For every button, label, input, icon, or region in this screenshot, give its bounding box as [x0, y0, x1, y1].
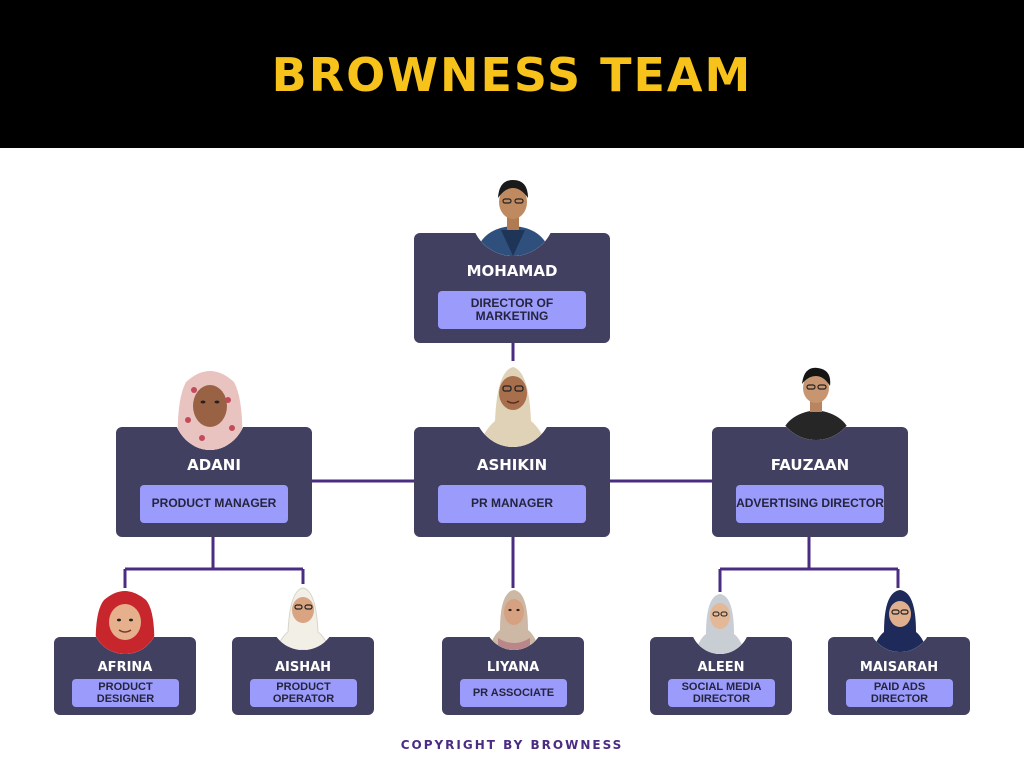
role-badge: SOCIAL MEDIA DIRECTOR: [668, 679, 775, 707]
role-badge: PRODUCT MANAGER: [140, 485, 288, 523]
header-bar: [0, 0, 1024, 148]
copyright-footer: COPYRIGHT BY BROWNESS: [400, 738, 624, 752]
card-staff-maisarah: MAISARAH PAID ADS DIRECTOR: [828, 637, 970, 715]
person-name: ASHIKIN: [476, 456, 548, 474]
card-director: MOHAMAD DIRECTOR OF MARKETING: [414, 233, 610, 343]
person-name: AFRINA: [97, 660, 153, 675]
role-badge: DIRECTOR OF MARKETING: [438, 291, 586, 329]
avatar-photo: [471, 172, 555, 256]
role-badge: PR ASSOCIATE: [460, 679, 567, 707]
avatar-photo: [776, 360, 856, 440]
person-name: ADANI: [187, 456, 241, 474]
avatar-photo: [270, 584, 336, 650]
page-title: BROWNESS TEAM: [271, 48, 753, 102]
role-badge: PRODUCT OPERATOR: [250, 679, 357, 707]
avatar-photo: [172, 360, 248, 450]
person-name: LIYANA: [486, 660, 540, 675]
avatar-photo: [484, 588, 544, 650]
role-badge: PAID ADS DIRECTOR: [846, 679, 953, 707]
role-badge: PRODUCT DESIGNER: [72, 679, 179, 707]
avatar-photo: [868, 588, 932, 652]
person-name: MAISARAH: [859, 660, 939, 675]
role-badge: ADVERTISING DIRECTOR: [736, 485, 884, 523]
role-badge: PR MANAGER: [438, 485, 586, 523]
card-staff-aishah: AISHAH PRODUCT OPERATOR: [232, 637, 374, 715]
card-manager-ashikin: ASHIKIN PR MANAGER: [414, 427, 610, 537]
avatar-photo: [690, 592, 750, 654]
person-name: ALEEN: [697, 660, 745, 675]
person-name: MOHAMAD: [466, 262, 558, 280]
card-manager-fauzaan: FAUZAAN ADVERTISING DIRECTOR: [712, 427, 908, 537]
avatar-photo: [92, 588, 158, 654]
person-name: FAUZAAN: [770, 456, 850, 474]
person-name: AISHAH: [274, 660, 332, 675]
card-staff-liyana: LIYANA PR ASSOCIATE: [442, 637, 584, 715]
avatar-photo: [473, 361, 553, 447]
